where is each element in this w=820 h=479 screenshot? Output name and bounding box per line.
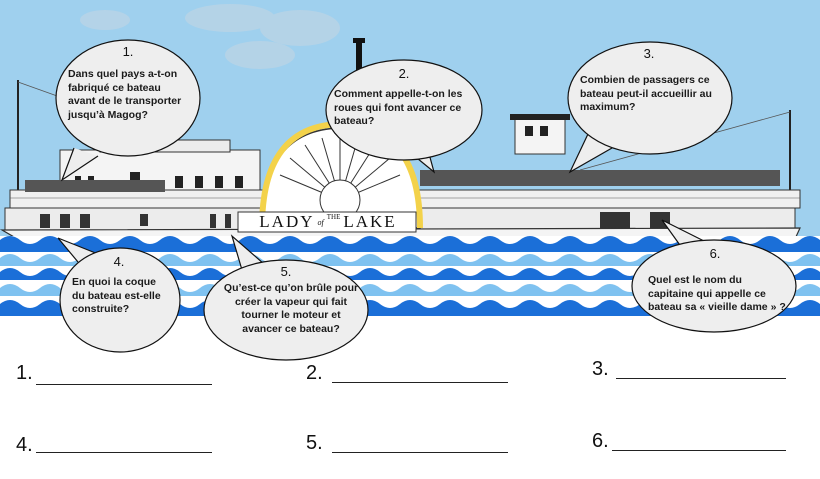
- question-number: 3.: [643, 46, 655, 61]
- answer-line[interactable]: [616, 378, 786, 379]
- answer-label: 3.: [592, 358, 609, 380]
- name-board: [237, 211, 417, 233]
- answer-1[interactable]: 1.: [16, 362, 212, 385]
- answer-label: 5.: [306, 432, 323, 454]
- answer-label: 1.: [16, 362, 33, 384]
- passengers: [25, 170, 780, 192]
- answer-line[interactable]: [612, 450, 786, 451]
- question-number: 1.: [122, 44, 134, 59]
- question-number: 2.: [398, 66, 410, 81]
- answer-line[interactable]: [36, 452, 212, 453]
- smoke-cloud: [80, 4, 340, 69]
- answer-line[interactable]: [332, 452, 508, 453]
- answer-label: 4.: [16, 434, 33, 456]
- boat-name: LADY of THE LAKE: [240, 212, 416, 232]
- answer-6[interactable]: 6.: [592, 430, 786, 453]
- answer-line[interactable]: [36, 384, 212, 385]
- question-number: 4.: [113, 254, 125, 269]
- answer-4[interactable]: 4.: [16, 434, 212, 457]
- answer-3[interactable]: 3.: [592, 358, 786, 381]
- boat-name-lady: LADY: [259, 212, 315, 231]
- answer-5[interactable]: 5.: [306, 432, 508, 455]
- answer-label: 2.: [306, 362, 323, 384]
- question-number: 5.: [280, 264, 292, 279]
- boat-name-of: of: [317, 217, 324, 227]
- answer-label: 6.: [592, 430, 609, 452]
- question-number: 6.: [709, 246, 721, 261]
- answer-2[interactable]: 2.: [306, 362, 508, 385]
- boat-name-lake: LAKE: [343, 212, 397, 231]
- boat-name-the: THE: [326, 213, 341, 221]
- answer-line[interactable]: [332, 382, 508, 383]
